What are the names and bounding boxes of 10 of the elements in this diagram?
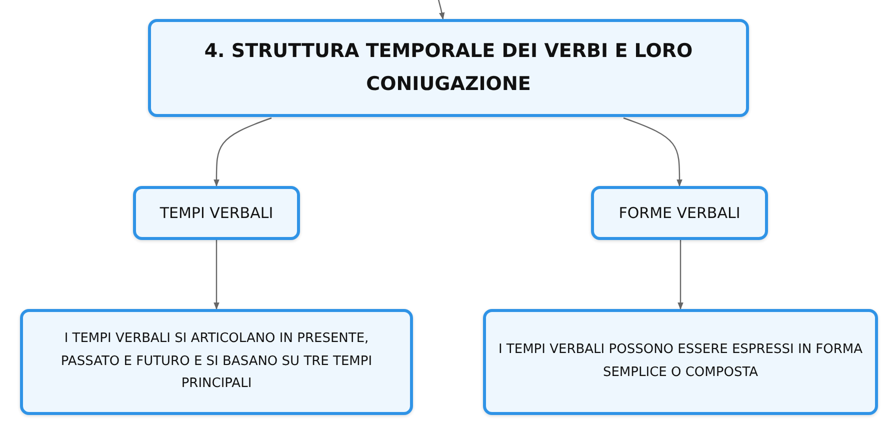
topic-box: 4. STRUTTURA TEMPORALE DEI VERBI E LORO CONIUGAZIONE xyxy=(148,19,749,117)
arrow xyxy=(623,117,682,187)
topic-box: FORME VERBALI xyxy=(591,186,768,240)
topic-box: I TEMPI VERBALI SI ARTICOLANO IN PRESENTE, PASSATO E FUTURO E SI BASANO SU TRE TEMPI PRINCIPALI xyxy=(20,309,413,415)
topic-box: I TEMPI VERBALI POSSONO ESSERE ESPRESSI IN FORMA SEMPLICE O COMPOSTA xyxy=(483,309,878,415)
topic-box: TEMPI VERBALI xyxy=(133,186,300,240)
arrow xyxy=(678,240,684,310)
arrow xyxy=(214,117,272,187)
arrow xyxy=(437,0,445,20)
arrow xyxy=(214,240,220,310)
